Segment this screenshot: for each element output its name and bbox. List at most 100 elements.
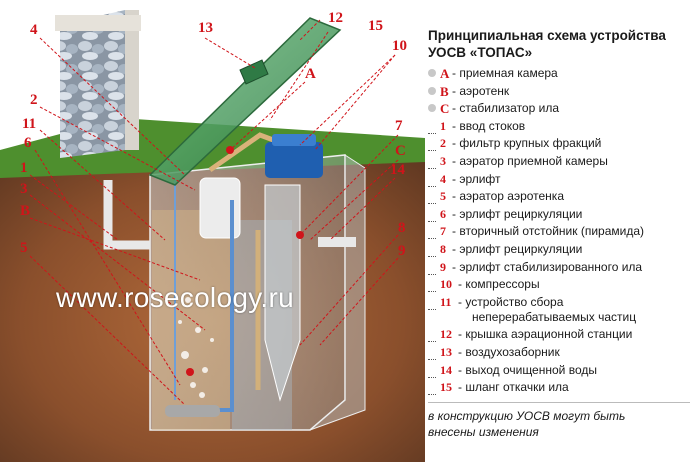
legend-label: ввод стоков <box>459 118 526 133</box>
compressor <box>265 142 323 178</box>
watermark: www.rosecology.ru <box>56 282 295 313</box>
legend-item: 14- выход очищенной воды <box>428 363 700 380</box>
legend-text: - эрлифт рециркуляции <box>452 242 582 256</box>
leader-lines <box>29 19 399 406</box>
legend-key: 10 <box>440 277 452 292</box>
legend-key: 12 <box>440 327 452 342</box>
legend-item: 3- аэратор приемной камеры <box>428 154 700 171</box>
callout-14: 14 <box>390 162 405 178</box>
legend-key: 1 <box>440 118 446 133</box>
bullet-icon <box>428 86 436 95</box>
legend-dash: - <box>452 206 460 221</box>
legend-key: 11 <box>440 294 452 309</box>
legend-dash: - <box>452 242 460 256</box>
legend-key: 3 <box>440 154 446 168</box>
septic-diagram <box>0 10 425 462</box>
legend-underline <box>428 150 436 152</box>
legend-item: 10 - компрессоры <box>428 277 700 294</box>
legend-key: 6 <box>440 206 446 221</box>
legend-key: C <box>440 101 450 117</box>
legend-key: 14 <box>440 362 452 377</box>
legend-label: эрлифт рециркуляции <box>459 242 583 256</box>
legend-key: B <box>440 83 449 99</box>
legend-label: воздухозаборник <box>465 345 560 359</box>
legend-key: 5 <box>440 189 446 204</box>
legend-label: эрлифт стабилизированного ила <box>459 259 643 274</box>
legend-label: аэратор аэротенка <box>459 189 564 204</box>
legend-key: 7 <box>440 224 446 239</box>
legend-key: 9 <box>440 259 446 274</box>
legend-text: - аэратор приемной камеры <box>452 154 608 168</box>
legend-dash: - <box>452 66 460 80</box>
legend-key: A <box>440 66 450 81</box>
compressor-top <box>272 134 316 146</box>
legend-item: C- стабилизатор ила <box>428 101 700 118</box>
legend-text: - вторичный отстойник (пирамида) <box>452 224 644 238</box>
bubbles <box>178 297 214 398</box>
legend-text: - стабилизатор ила <box>452 101 559 115</box>
legend-item: 5 - аэратор аэротенка <box>428 189 700 206</box>
legend-text: - компрессоры <box>458 277 540 291</box>
legend-label: приемная камера <box>459 66 558 80</box>
legend-underline <box>428 238 436 240</box>
legend-item: 9- эрлифт стабилизированного ила <box>428 260 700 277</box>
legend-item: 11- устройство сбора <box>428 295 700 312</box>
legend-key: 2 <box>440 136 446 151</box>
legend-item: 7- вторичный отстойник (пирамида) <box>428 224 700 241</box>
legend-underline <box>428 341 436 343</box>
callout-9: 9 <box>398 243 406 259</box>
legend-dash: - <box>452 154 460 168</box>
callout-15: 15 <box>368 18 383 34</box>
callout-13: 13 <box>198 20 213 36</box>
legend-title: Принципиальная схема устройства УОСВ «ТО… <box>428 27 696 61</box>
legend-dash: - <box>458 294 466 309</box>
legend-label: шланг откачки ила <box>465 380 569 395</box>
legend-label: устройство сбора <box>465 294 564 309</box>
legend-dash: - <box>458 362 466 377</box>
legend-item: 13- воздухозаборник <box>428 345 700 362</box>
legend-key: 15 <box>440 380 452 395</box>
leader-dots <box>186 146 304 376</box>
legend-text: - эрлифт рециркуляции <box>452 207 582 221</box>
legend-item: 1- ввод стоков <box>428 119 700 136</box>
callout-A: A <box>305 66 316 82</box>
legend-title-line2: УОСВ «ТОПАС» <box>428 45 533 60</box>
legend-text: - шланг откачки ила <box>458 380 569 394</box>
legend-item: 2- фильтр крупных фракций <box>428 136 700 153</box>
outlet-pipe <box>318 237 356 247</box>
legend-underline <box>428 203 436 205</box>
legend-text: - аэратор аэротенка <box>452 189 564 203</box>
legend-dash: - <box>452 118 460 133</box>
legend-title-line1: Принципиальная схема устройства <box>428 28 666 43</box>
legend-underline <box>428 273 436 275</box>
legend-item: 6 - эрлифт рециркуляции <box>428 207 700 224</box>
house-roof <box>55 15 141 31</box>
legend-item: 12- крышка аэрационной станции <box>428 327 700 344</box>
legend-label: выход очищенной воды <box>465 362 597 377</box>
legend-underline <box>428 359 436 360</box>
callout-2: 2 <box>30 92 38 108</box>
legend-text: - приемная камера <box>452 66 558 80</box>
legend-label: неперерабатываемых частиц <box>472 310 637 325</box>
legend-dash: - <box>458 380 466 395</box>
legend-underline <box>428 168 436 169</box>
legend-label: вторичный отстойник (пирамида) <box>459 224 645 239</box>
legend-underline <box>428 394 436 396</box>
legend-key: 13 <box>440 345 452 359</box>
callout-10: 10 <box>392 38 407 54</box>
note: в конструкцию УОСВ могут быть внесены из… <box>428 408 688 440</box>
legend-dash: - <box>452 171 460 186</box>
aerator-tube <box>165 405 220 417</box>
callout-8: 8 <box>398 220 406 236</box>
callout-3: 3 <box>20 181 28 197</box>
legend-dash: - <box>458 277 466 292</box>
legend-dash: - <box>452 224 460 239</box>
callout-1: 1 <box>20 160 28 176</box>
legend-text: - ввод стоков <box>452 119 525 133</box>
legend-underline <box>428 132 436 134</box>
legend-label: аэратор приемной камеры <box>459 154 608 168</box>
legend-item: 8- эрлифт рециркуляции <box>428 242 700 259</box>
legend-text: - устройство сбора <box>458 295 563 309</box>
house-foundation <box>125 10 139 150</box>
legend-label: эрлифт <box>459 171 501 186</box>
